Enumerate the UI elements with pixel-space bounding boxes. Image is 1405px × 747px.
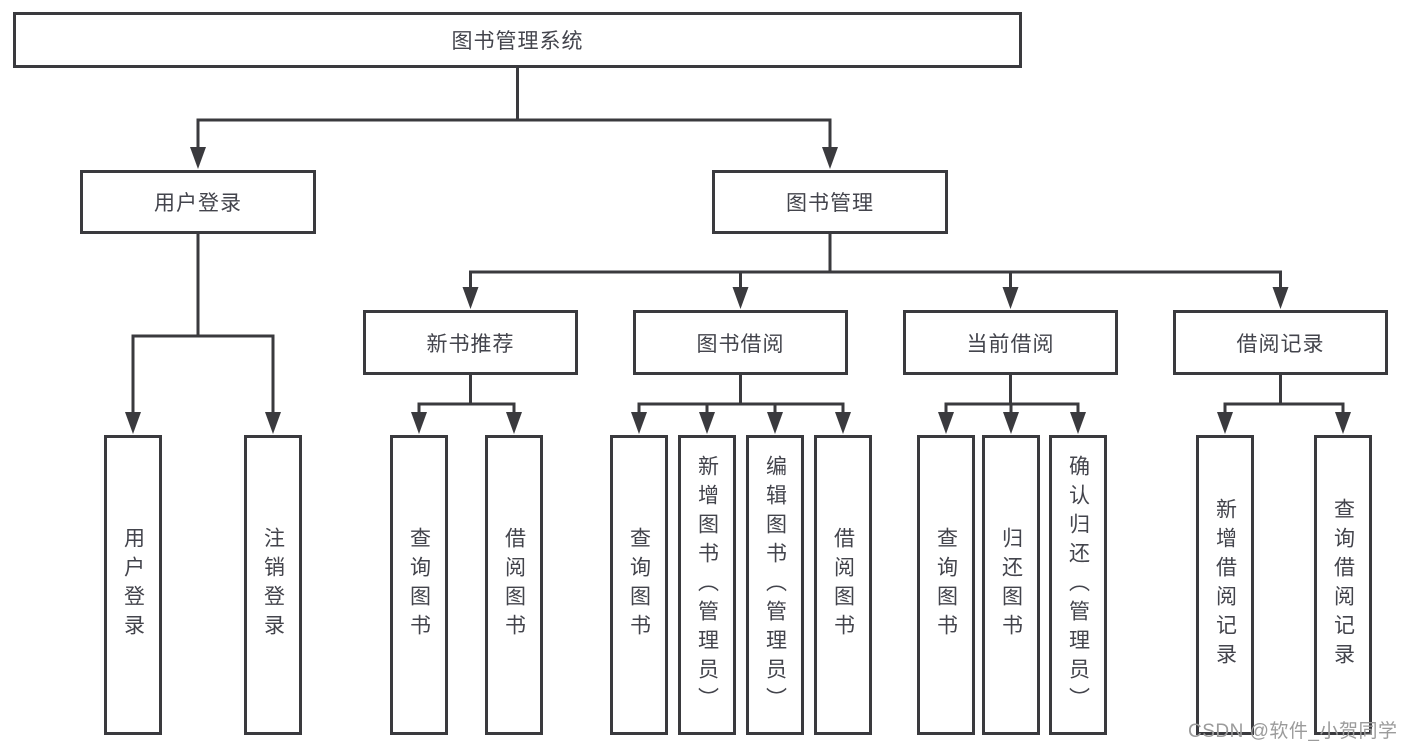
node-leaf-borrow-query: 查询图书: [610, 435, 668, 735]
node-leaf-records-query: 查询借阅记录: [1314, 435, 1372, 735]
node-leaf-newbooks-query: 查询图书: [390, 435, 448, 735]
node-leaf-borrow-borrow: 借阅图书: [814, 435, 872, 735]
node-book-management: 图书管理: [712, 170, 948, 234]
node-user-login: 用户登录: [80, 170, 316, 234]
node-new-book-recommend: 新书推荐: [363, 310, 578, 375]
node-leaf-records-add: 新增借阅记录: [1196, 435, 1254, 735]
node-book-borrowing: 图书借阅: [633, 310, 848, 375]
node-leaf-current-return: 归还图书: [982, 435, 1040, 735]
node-leaf-current-query: 查询图书: [917, 435, 975, 735]
node-borrowing-records: 借阅记录: [1173, 310, 1388, 375]
node-leaf-user-login: 用户登录: [104, 435, 162, 735]
node-leaf-borrow-edit-admin: 编辑图书（管理员）: [746, 435, 804, 735]
node-leaf-newbooks-borrow: 借阅图书: [485, 435, 543, 735]
node-leaf-logout: 注销登录: [244, 435, 302, 735]
node-library-management-system: 图书管理系统: [13, 12, 1022, 68]
csdn-watermark: CSDN @软件_小贺同学: [1188, 721, 1398, 742]
node-leaf-borrow-add-admin: 新增图书（管理员）: [678, 435, 736, 735]
node-current-borrowing: 当前借阅: [903, 310, 1118, 375]
node-leaf-current-confirm-admin: 确认归还（管理员）: [1049, 435, 1107, 735]
